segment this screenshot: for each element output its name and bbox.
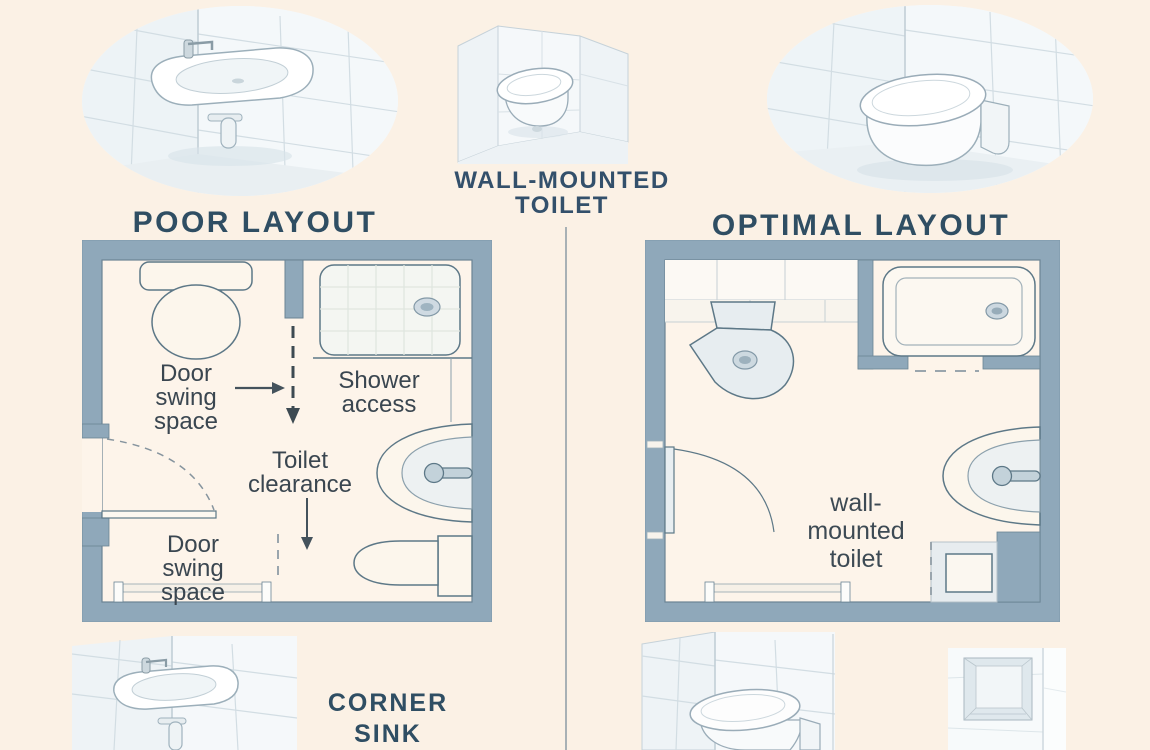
label-line: clearance bbox=[247, 471, 353, 498]
vertical-divider bbox=[565, 227, 567, 750]
door-swing-space-label-top: Door swing space bbox=[154, 362, 218, 434]
sink-3d bbox=[113, 657, 239, 750]
bottom-door-threshold bbox=[113, 534, 279, 603]
partition-wall-stub bbox=[284, 259, 304, 319]
niche-3d bbox=[963, 657, 1033, 721]
poor-layout-heading: POOR LAYOUT bbox=[132, 206, 378, 239]
wall-mounted-toilet-illustration-bottom bbox=[641, 632, 836, 750]
poor-layout-floorplan bbox=[82, 240, 492, 622]
wall-toilet-3d bbox=[857, 73, 1013, 181]
wall-toilet-3d bbox=[689, 688, 821, 750]
wall-niche-illustration bbox=[948, 648, 1066, 750]
shower-tray-plan bbox=[313, 264, 472, 422]
corner-toilet-plan bbox=[688, 301, 795, 400]
label-line: swing bbox=[155, 384, 217, 411]
caption-line: SINK bbox=[354, 720, 422, 748]
toilet-clearance-label: Toilet clearance bbox=[248, 449, 352, 497]
wall-hung-toilet-plan bbox=[930, 531, 1041, 603]
shower-access-label: Shower access bbox=[338, 369, 419, 417]
bottom-door-threshold bbox=[704, 581, 851, 603]
label-line: wall- bbox=[830, 489, 882, 517]
wall-mounted-toilet-corner-illustration bbox=[457, 25, 629, 164]
door-swing-plan bbox=[646, 440, 775, 540]
wall-mounted-toilet-vignette bbox=[767, 5, 1093, 193]
corner-sink-caption: CORNER SINK bbox=[328, 688, 448, 750]
shower-enclosure-plan bbox=[857, 259, 1041, 372]
label-line: Toilet bbox=[271, 447, 329, 474]
caption-line: TOILET bbox=[515, 192, 609, 219]
toilet-plan bbox=[139, 261, 253, 360]
label-line: toilet bbox=[829, 545, 883, 573]
caption-line: CORNER bbox=[327, 689, 449, 717]
sink-plan bbox=[376, 423, 473, 523]
corner-sink-vignette bbox=[82, 6, 398, 196]
door-clearance-dashed-arrow bbox=[286, 326, 300, 424]
label-line: Shower bbox=[338, 367, 420, 394]
optimal-layout-heading: OPTIMAL LAYOUT bbox=[711, 209, 1011, 242]
label-line: access bbox=[341, 391, 417, 418]
sink-plan bbox=[942, 426, 1041, 526]
label-line: space bbox=[153, 408, 219, 435]
sink-3d bbox=[150, 39, 314, 166]
toilet-clearance-arrow bbox=[301, 498, 313, 550]
wall-toilet-3d bbox=[496, 67, 574, 138]
label-line: swing bbox=[162, 555, 224, 582]
label-line: mounted bbox=[807, 517, 905, 545]
toilet-plan-2 bbox=[353, 535, 473, 597]
wall-mounted-toilet-plan-label: wall- mounted toilet bbox=[807, 489, 904, 573]
door-swing-plan bbox=[82, 423, 217, 547]
door-swing-arrow bbox=[235, 382, 285, 394]
label-line: Door bbox=[166, 531, 220, 558]
label-line: space bbox=[160, 579, 226, 606]
label-line: Door bbox=[159, 360, 213, 387]
caption-line: WALL-MOUNTED bbox=[454, 167, 670, 194]
door-swing-space-label-bottom: Door swing space bbox=[161, 533, 225, 605]
optimal-layout-floorplan bbox=[645, 240, 1060, 622]
corner-sink-illustration-bottom bbox=[72, 636, 297, 750]
wall-mounted-toilet-caption: WALL-MOUNTED TOILET bbox=[454, 168, 669, 218]
